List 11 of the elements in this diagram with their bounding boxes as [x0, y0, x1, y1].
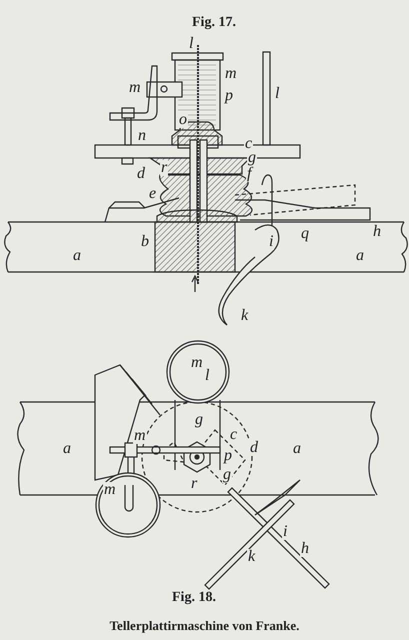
callout-letter: h [300, 541, 310, 557]
callout-letter: f [246, 166, 252, 182]
callout-letter: d [249, 440, 259, 456]
callout-letter: p [223, 448, 233, 464]
figure-caption: Tellerplattirmaschine von Franke. [108, 618, 300, 634]
figure-number: Fig. 17. [192, 16, 236, 30]
figure-number: Fig. 18. [172, 591, 216, 605]
callout-letter: i [268, 234, 274, 250]
callout-letter: o [178, 112, 188, 128]
callout-letter: i [282, 524, 288, 540]
callout-letter: r [160, 160, 168, 176]
